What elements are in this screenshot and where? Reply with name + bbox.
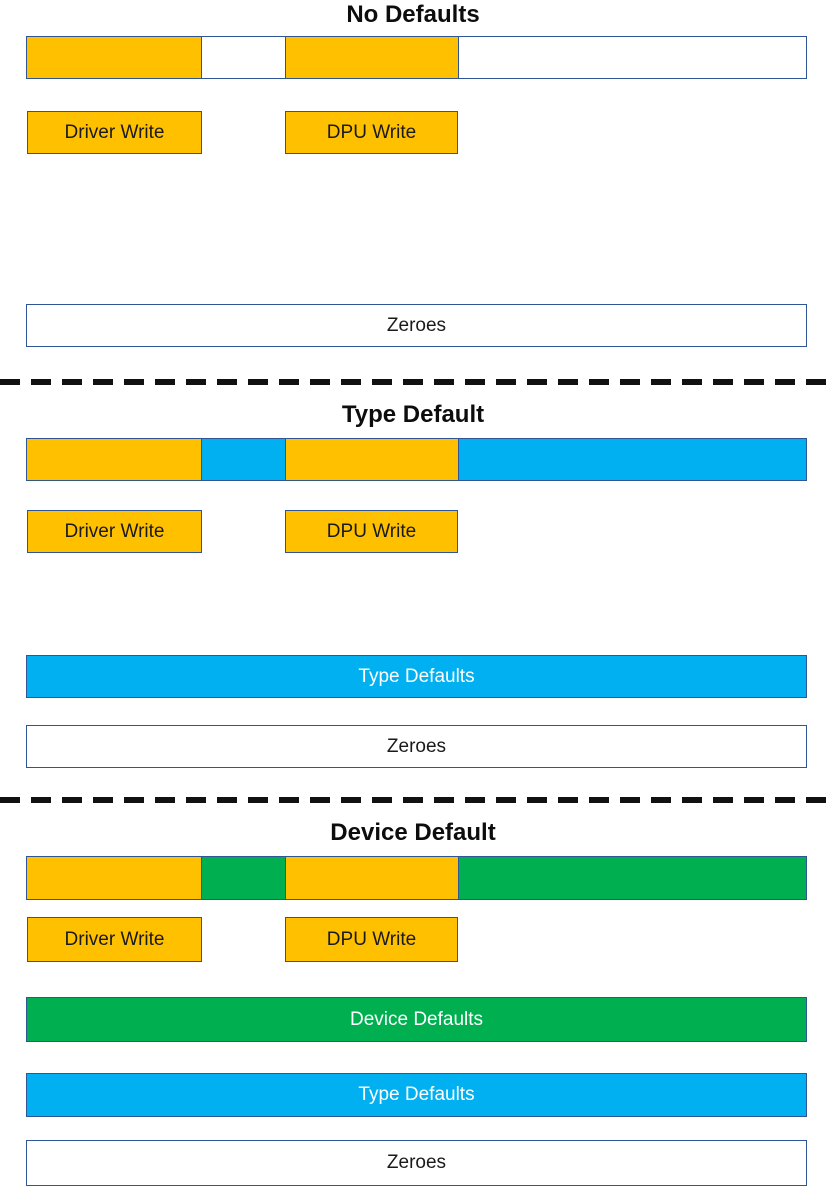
- type-defaults-label: Type Defaults: [358, 1084, 475, 1105]
- zeroes-label: Zeroes: [386, 1152, 447, 1173]
- section-divider: [0, 797, 826, 803]
- dpu-write-segment: [285, 438, 459, 481]
- driver-write-segment: [26, 438, 202, 481]
- dpu-write-segment: [285, 36, 459, 79]
- driver-write-label: Driver Write: [64, 928, 165, 950]
- type-defaults-bar: Type Defaults: [26, 1073, 807, 1117]
- section-divider: [0, 379, 826, 385]
- memory-bar: [26, 438, 807, 481]
- driver-write-segment: [26, 36, 202, 79]
- zeroes-bar: Zeroes: [26, 304, 807, 347]
- type-defaults-bar: Type Defaults: [26, 655, 807, 698]
- device-defaults-bar: Device Defaults: [26, 997, 807, 1042]
- zeroes-bar: Zeroes: [26, 725, 807, 768]
- dpu-write-label-box: DPU Write: [285, 917, 458, 962]
- zeroes-label: Zeroes: [386, 735, 447, 757]
- dpu-write-label-box: DPU Write: [285, 111, 458, 154]
- dpu-write-label: DPU Write: [326, 121, 417, 143]
- driver-write-segment: [26, 856, 202, 900]
- zeroes-label: Zeroes: [386, 314, 447, 336]
- dpu-write-label-box: DPU Write: [285, 510, 458, 553]
- memory-bar: [26, 856, 807, 900]
- dpu-write-label: DPU Write: [326, 520, 417, 542]
- type-defaults-label: Type Defaults: [358, 665, 475, 687]
- driver-write-label-box: Driver Write: [27, 510, 202, 553]
- dpu-write-segment: [285, 856, 459, 900]
- dpu-write-label: DPU Write: [326, 928, 417, 950]
- driver-write-label-box: Driver Write: [27, 917, 202, 962]
- memory-bar: [26, 36, 807, 79]
- driver-write-label: Driver Write: [64, 121, 165, 143]
- section-title-device-default: Device Default: [330, 819, 496, 846]
- section-title-type-default: Type Default: [341, 401, 485, 428]
- device-defaults-label: Device Defaults: [349, 1008, 484, 1030]
- zeroes-bar: Zeroes: [26, 1140, 807, 1186]
- driver-write-label-box: Driver Write: [27, 111, 202, 154]
- driver-write-label: Driver Write: [64, 520, 165, 542]
- section-title-no-defaults: No Defaults: [346, 1, 480, 28]
